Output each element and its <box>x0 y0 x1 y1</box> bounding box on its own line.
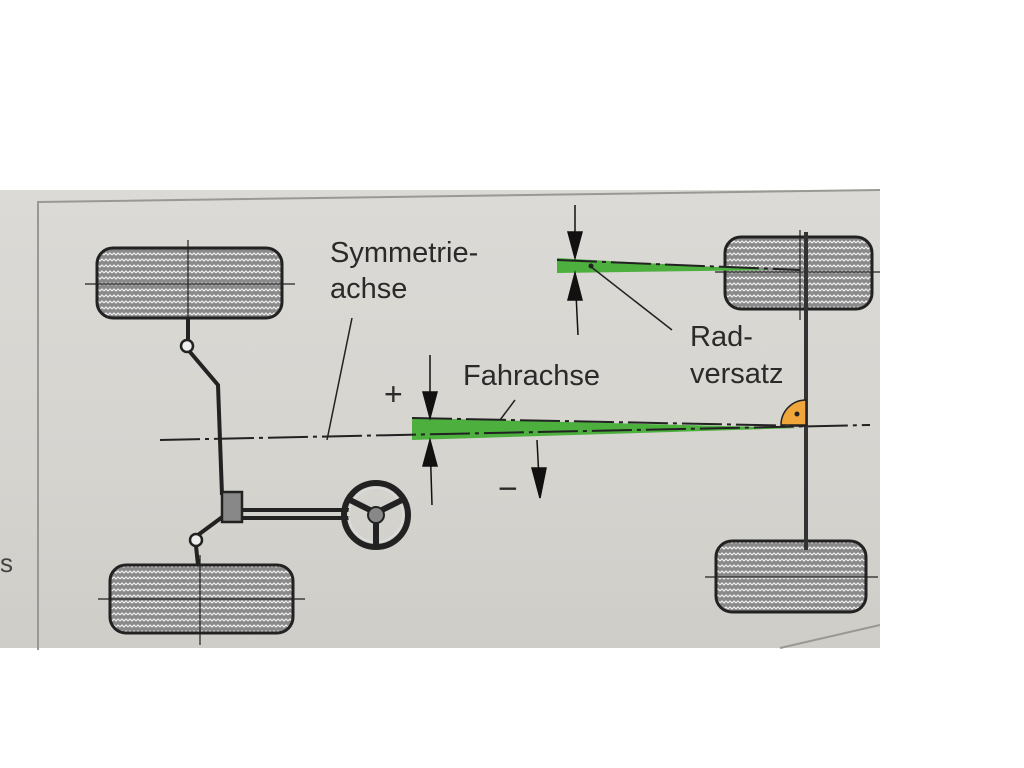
drive-axis-line <box>411 417 807 427</box>
plus-sign: + <box>384 376 403 412</box>
symmetry-leader <box>326 317 353 441</box>
minus-sign: − <box>498 470 518 508</box>
offset-leader <box>589 265 673 331</box>
dimension-arrows <box>422 205 583 506</box>
drive-axis-wedge <box>412 418 800 440</box>
symmetry-axis-label-line2: achse <box>330 273 407 305</box>
wheel-offset-label-line2: versatz <box>690 358 783 390</box>
frame-border <box>37 189 881 650</box>
wheel-offset-wedge <box>557 258 770 273</box>
joint-bottom <box>188 532 204 548</box>
right-angle-marker <box>780 399 807 426</box>
tire-rear-right <box>705 539 878 614</box>
tire-front-right <box>715 235 880 311</box>
drive-axis-label: Fahrachse <box>463 360 600 392</box>
tire-front-left <box>85 240 295 330</box>
edge-fragment-text: s <box>0 548 13 578</box>
symmetry-axis-line <box>159 424 871 441</box>
steering-box <box>220 490 244 524</box>
joint-top <box>179 338 195 354</box>
steering-linkage <box>186 318 350 566</box>
wheel-offset-label-line1: Rad- <box>690 321 753 353</box>
symmetry-axis-label-line1: Symmetrie- <box>330 237 478 269</box>
steering-wheel-icon <box>341 480 411 550</box>
tire-rear-left <box>98 555 305 645</box>
